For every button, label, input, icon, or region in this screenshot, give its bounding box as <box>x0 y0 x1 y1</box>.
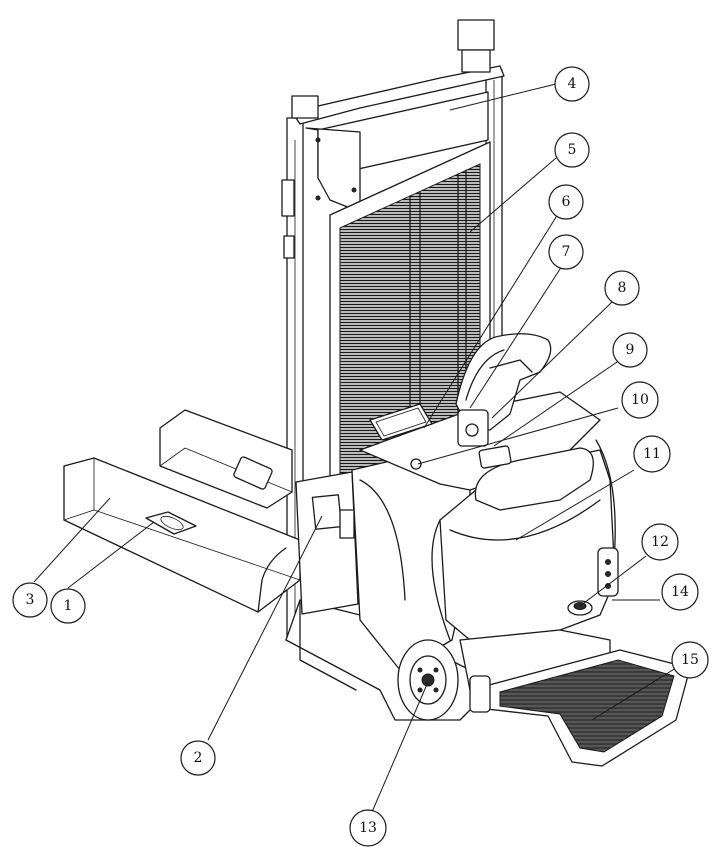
callout-6: 6 <box>548 184 584 220</box>
load-wheel-front <box>145 511 197 535</box>
callout-10: 10 <box>621 381 659 419</box>
callout-15: 15 <box>671 641 709 679</box>
leader-3 <box>33 497 111 583</box>
leader-6 <box>423 213 559 429</box>
callout-6-label: 6 <box>562 194 571 210</box>
callout-9: 9 <box>612 332 648 368</box>
callout-13: 13 <box>349 809 387 847</box>
grab-handle <box>474 447 594 511</box>
callout-2: 2 <box>180 740 216 776</box>
mast-top-fitting-right <box>457 19 495 51</box>
callout-8-label: 8 <box>618 280 627 296</box>
leader-2 <box>207 515 323 741</box>
callout-1-label: 1 <box>64 598 73 614</box>
callout-14-label: 14 <box>671 584 689 600</box>
callout-11: 11 <box>633 435 671 473</box>
callout-4: 4 <box>554 66 590 102</box>
battery-connector <box>478 445 512 469</box>
callout-12: 12 <box>641 523 679 561</box>
leader-11 <box>515 469 635 541</box>
callouts: 1 2 3 4 5 6 7 8 <box>12 66 709 847</box>
callout-2-label: 2 <box>194 750 203 766</box>
callout-10-label: 10 <box>631 392 649 408</box>
callout-3: 3 <box>12 582 48 618</box>
mast-top-fitting-left <box>291 95 319 119</box>
callout-5-label: 5 <box>568 142 577 158</box>
leader-15 <box>591 667 677 721</box>
leader-7 <box>469 265 563 409</box>
fork-carriage <box>295 471 359 615</box>
callout-1: 1 <box>50 588 86 624</box>
mast-top-crosshead <box>291 65 505 125</box>
leader-13 <box>371 681 429 813</box>
storage-compartment <box>369 403 433 441</box>
callout-3-label: 3 <box>26 592 35 608</box>
callout-15-label: 15 <box>681 652 699 668</box>
operator-platform <box>469 649 691 767</box>
callout-7-label: 7 <box>562 244 571 260</box>
load-wheel-rear <box>233 456 273 490</box>
leader-lines <box>33 83 677 813</box>
callout-11-label: 11 <box>643 446 661 462</box>
indicator-key <box>410 458 422 470</box>
leader-9 <box>493 359 621 447</box>
callout-5: 5 <box>554 132 590 168</box>
callout-4-label: 4 <box>568 76 577 92</box>
leader-1 <box>67 521 155 589</box>
leader-10 <box>417 407 619 465</box>
platform-tread <box>499 659 675 753</box>
callout-13-label: 13 <box>359 820 377 836</box>
callout-9-label: 9 <box>626 342 635 358</box>
callout-8: 8 <box>604 270 640 306</box>
callout-12-label: 12 <box>651 534 669 550</box>
callout-7: 7 <box>548 234 584 270</box>
chassis <box>285 333 619 721</box>
leader-4 <box>449 83 557 111</box>
leader-5 <box>469 157 557 233</box>
callout-14: 14 <box>661 573 699 611</box>
forks <box>63 409 301 613</box>
leader-12 <box>579 555 647 607</box>
leader-8 <box>491 301 613 419</box>
drive-wheel <box>397 639 459 721</box>
